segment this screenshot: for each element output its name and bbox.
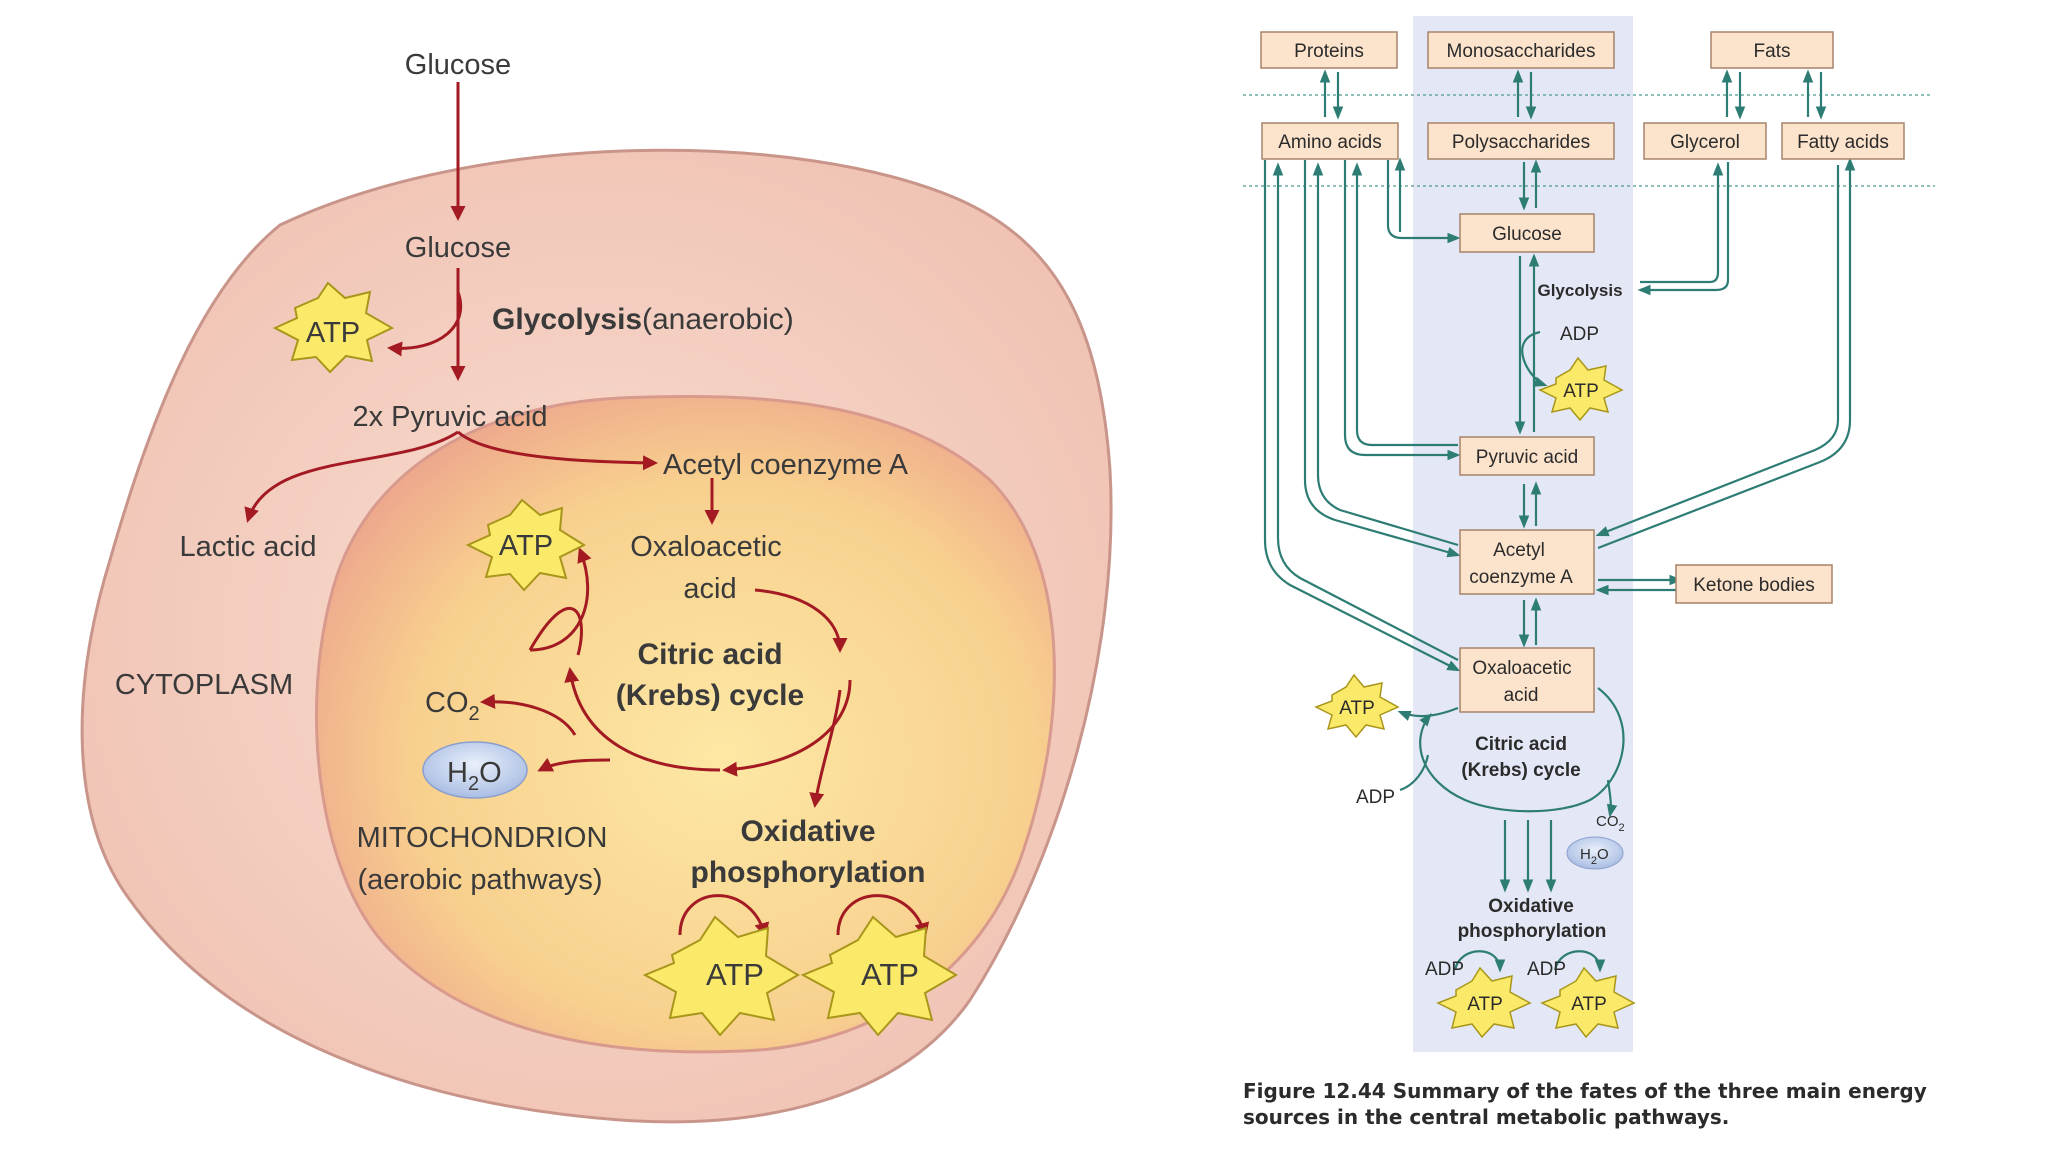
oxphos-label-right-1: Oxidative — [1488, 896, 1574, 917]
arrow-to-lactic — [244, 430, 459, 523]
oxaloacetic-label-1: Oxaloacetic — [630, 531, 782, 563]
adp-label-glycolysis: ADP — [1560, 324, 1599, 345]
ketone-label: Ketone bodies — [1693, 575, 1815, 596]
glucose-inner-label: Glucose — [405, 232, 511, 264]
ketone-box — [1675, 564, 1833, 604]
pathway-summary-diagram: Proteins Monosaccharides Fats Amino acid… — [1243, 16, 1935, 1052]
atp-label-right-oxphos-2: ATP — [1571, 994, 1607, 1015]
fats-label: Fats — [1754, 41, 1791, 62]
oxphos-atp-arrow-2 — [836, 894, 930, 938]
citric-label-2: (Krebs) cycle — [616, 679, 804, 712]
polysaccharides-box — [1427, 122, 1615, 160]
adp-label-oxphos-2: ADP — [1527, 959, 1566, 980]
glucose-label-right: Glucose — [1492, 224, 1562, 245]
atp-star-right-oxphos-2 — [1540, 966, 1636, 1039]
atp-star-oxphos-1 — [642, 915, 800, 1037]
polysaccharides-label: Polysaccharides — [1452, 132, 1590, 153]
adp-label-krebs: ADP — [1356, 787, 1395, 808]
fats-box — [1710, 31, 1834, 69]
atp-star-glycolysis — [272, 281, 395, 374]
fatty-acids-box — [1781, 122, 1905, 160]
oxaloacetic-label-2: acid — [683, 573, 736, 605]
anaerobic-label: (anaerobic) — [642, 303, 794, 336]
krebs-to-atp — [529, 547, 592, 652]
atp-label-oxphos-1: ATP — [706, 957, 764, 992]
glycolysis-label: Glycolysis — [492, 303, 642, 336]
mitochondrion-label-1: MITOCHONDRION — [357, 822, 608, 854]
figure-number: Figure 12.44 — [1243, 1079, 1386, 1103]
oxaloacetic-label-right-1: Oxaloacetic — [1472, 658, 1571, 679]
mitochondrion-label-2: (aerobic pathways) — [358, 864, 603, 896]
pyruvic-label-right: Pyruvic acid — [1476, 447, 1578, 468]
krebs-to-h2o — [537, 757, 611, 772]
oxphos-atp-arrow-1 — [678, 894, 770, 938]
krebs-cycle-up — [528, 607, 583, 656]
lactic-label: Lactic acid — [179, 531, 316, 563]
glucose-top-label: Glucose — [405, 49, 511, 81]
oxaloacetic-label-right-2: acid — [1504, 685, 1539, 706]
h2o-label-right: H2O — [1580, 846, 1609, 867]
fatty-acids-label: Fatty acids — [1797, 132, 1889, 153]
arrow-glycolysis-atp — [387, 291, 463, 357]
pyruvic-label: 2x Pyruvic acid — [352, 401, 547, 433]
arrow-to-acetyl — [457, 430, 658, 471]
pyruvic-box — [1459, 436, 1595, 476]
glucose-box — [1459, 213, 1595, 253]
citric-label-right-1: Citric acid — [1475, 734, 1567, 755]
proteins-box — [1260, 31, 1398, 69]
cell-diagram: Glucose Glucose Glycolysis (anaerobic) A… — [80, 49, 1113, 1124]
atp-star-right-glycolysis — [1538, 356, 1624, 422]
proteins-label: Proteins — [1294, 41, 1364, 62]
co2-label: CO2 — [425, 687, 480, 725]
atp-star-oxphos-2 — [800, 915, 958, 1037]
atp-label-right-oxphos-1: ATP — [1467, 994, 1503, 1015]
oxphos-label-right-2: phosphorylation — [1458, 921, 1607, 942]
citric-label-right-2: (Krebs) cycle — [1461, 760, 1580, 781]
glycerol-box — [1643, 122, 1767, 160]
glycerol-label: Glycerol — [1670, 132, 1740, 153]
acetyl-box — [1459, 529, 1595, 595]
acetyl-label: Acetyl coenzyme A — [663, 449, 909, 481]
atp-star-right-krebs — [1314, 673, 1400, 739]
amino-acids-label: Amino acids — [1278, 132, 1382, 153]
krebs-to-oxphos — [809, 689, 842, 808]
h2o-label: H2O — [447, 757, 502, 795]
atp-label-oxphos-2: ATP — [861, 957, 919, 992]
acetyl-label-right-2: coenzyme A — [1469, 567, 1573, 588]
krebs-cycle-left — [564, 667, 721, 772]
amino-acids-box — [1261, 122, 1399, 160]
krebs-to-co2 — [480, 693, 577, 736]
glycolysis-label-right: Glycolysis — [1537, 281, 1622, 300]
atp-label-krebs: ATP — [499, 530, 553, 562]
atp-star-right-oxphos-1 — [1436, 966, 1532, 1039]
cytoplasm-label: CYTOPLASM — [115, 669, 293, 701]
krebs-cycle-right — [754, 588, 848, 653]
atp-star-krebs — [465, 498, 587, 592]
caption-text: Summary of the fates of the three main e… — [1243, 1079, 1927, 1129]
teal-arrows — [1263, 69, 1856, 973]
co2-label-right: CO2 — [1596, 813, 1625, 834]
monosaccharides-box — [1427, 31, 1615, 69]
oxphos-label-1: Oxidative — [740, 815, 875, 848]
adp-label-oxphos-1: ADP — [1425, 959, 1464, 980]
acetyl-label-right-1: Acetyl — [1493, 540, 1545, 561]
figure-caption: Figure 12.44 Summary of the fates of the… — [1243, 1078, 1963, 1130]
atp-label-right-glycolysis: ATP — [1563, 381, 1599, 402]
oxaloacetic-box — [1459, 647, 1595, 713]
monosaccharides-label: Monosaccharides — [1447, 41, 1596, 62]
oxphos-label-2: phosphorylation — [691, 856, 926, 889]
krebs-cycle-down — [722, 679, 852, 777]
citric-label-1: Citric acid — [637, 638, 782, 671]
atp-label-glycolysis: ATP — [306, 317, 360, 349]
h2o-bubble — [422, 741, 528, 799]
atp-label-right-krebs: ATP — [1339, 698, 1375, 719]
h2o-bubble-right — [1566, 836, 1624, 870]
